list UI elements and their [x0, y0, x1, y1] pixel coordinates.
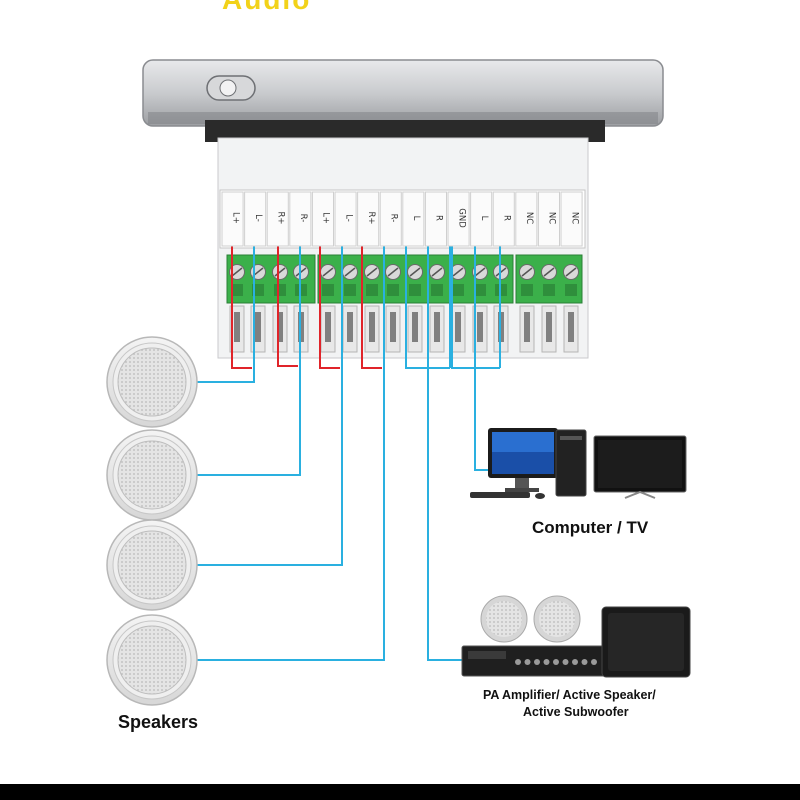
terminal-label: R- [298, 214, 308, 223]
ceiling-speakers [106, 336, 198, 706]
terminal-label: NC [547, 212, 557, 224]
terminal-label: NC [569, 212, 579, 224]
terminal-label: R+ [276, 211, 286, 224]
terminal-label: L+ [321, 212, 331, 224]
terminal-pins [229, 305, 579, 353]
terminal-label: L- [253, 214, 263, 222]
bottom-black-bar [0, 784, 800, 800]
header-partial-text: Audio [222, 0, 311, 16]
terminal-label: L+ [230, 212, 240, 224]
terminal-label: R [434, 215, 444, 221]
terminal-label: L [411, 216, 421, 221]
terminal-label: NC [524, 212, 534, 224]
active-speaker-right-icon [533, 595, 581, 643]
wires [196, 240, 501, 661]
terminal-label: GND [456, 208, 466, 228]
amplifier-icon [461, 645, 608, 677]
subwoofer-icon [601, 606, 691, 678]
amplifier-label-line1: PA Amplifier/ Active Speaker/ [483, 688, 656, 702]
terminal-label: R- [389, 214, 399, 223]
terminal-label: L [479, 216, 489, 221]
terminal-label-texts: L+ L- R+ R- L+ L- R+ R- L R GND L R NC NC NC [221, 191, 583, 247]
computer-icon [470, 428, 587, 499]
active-speaker-left-icon [480, 595, 528, 643]
terminal-screws [229, 264, 579, 296]
terminal-label: R [502, 215, 512, 221]
computer-tv-label: Computer / TV [532, 518, 649, 537]
amplifier-label-line2: Active Subwoofer [523, 705, 629, 719]
tv-icon [593, 435, 687, 499]
speakers-label: Speakers [118, 712, 199, 732]
terminal-label: R+ [366, 211, 376, 224]
terminal-label: L- [343, 214, 353, 222]
